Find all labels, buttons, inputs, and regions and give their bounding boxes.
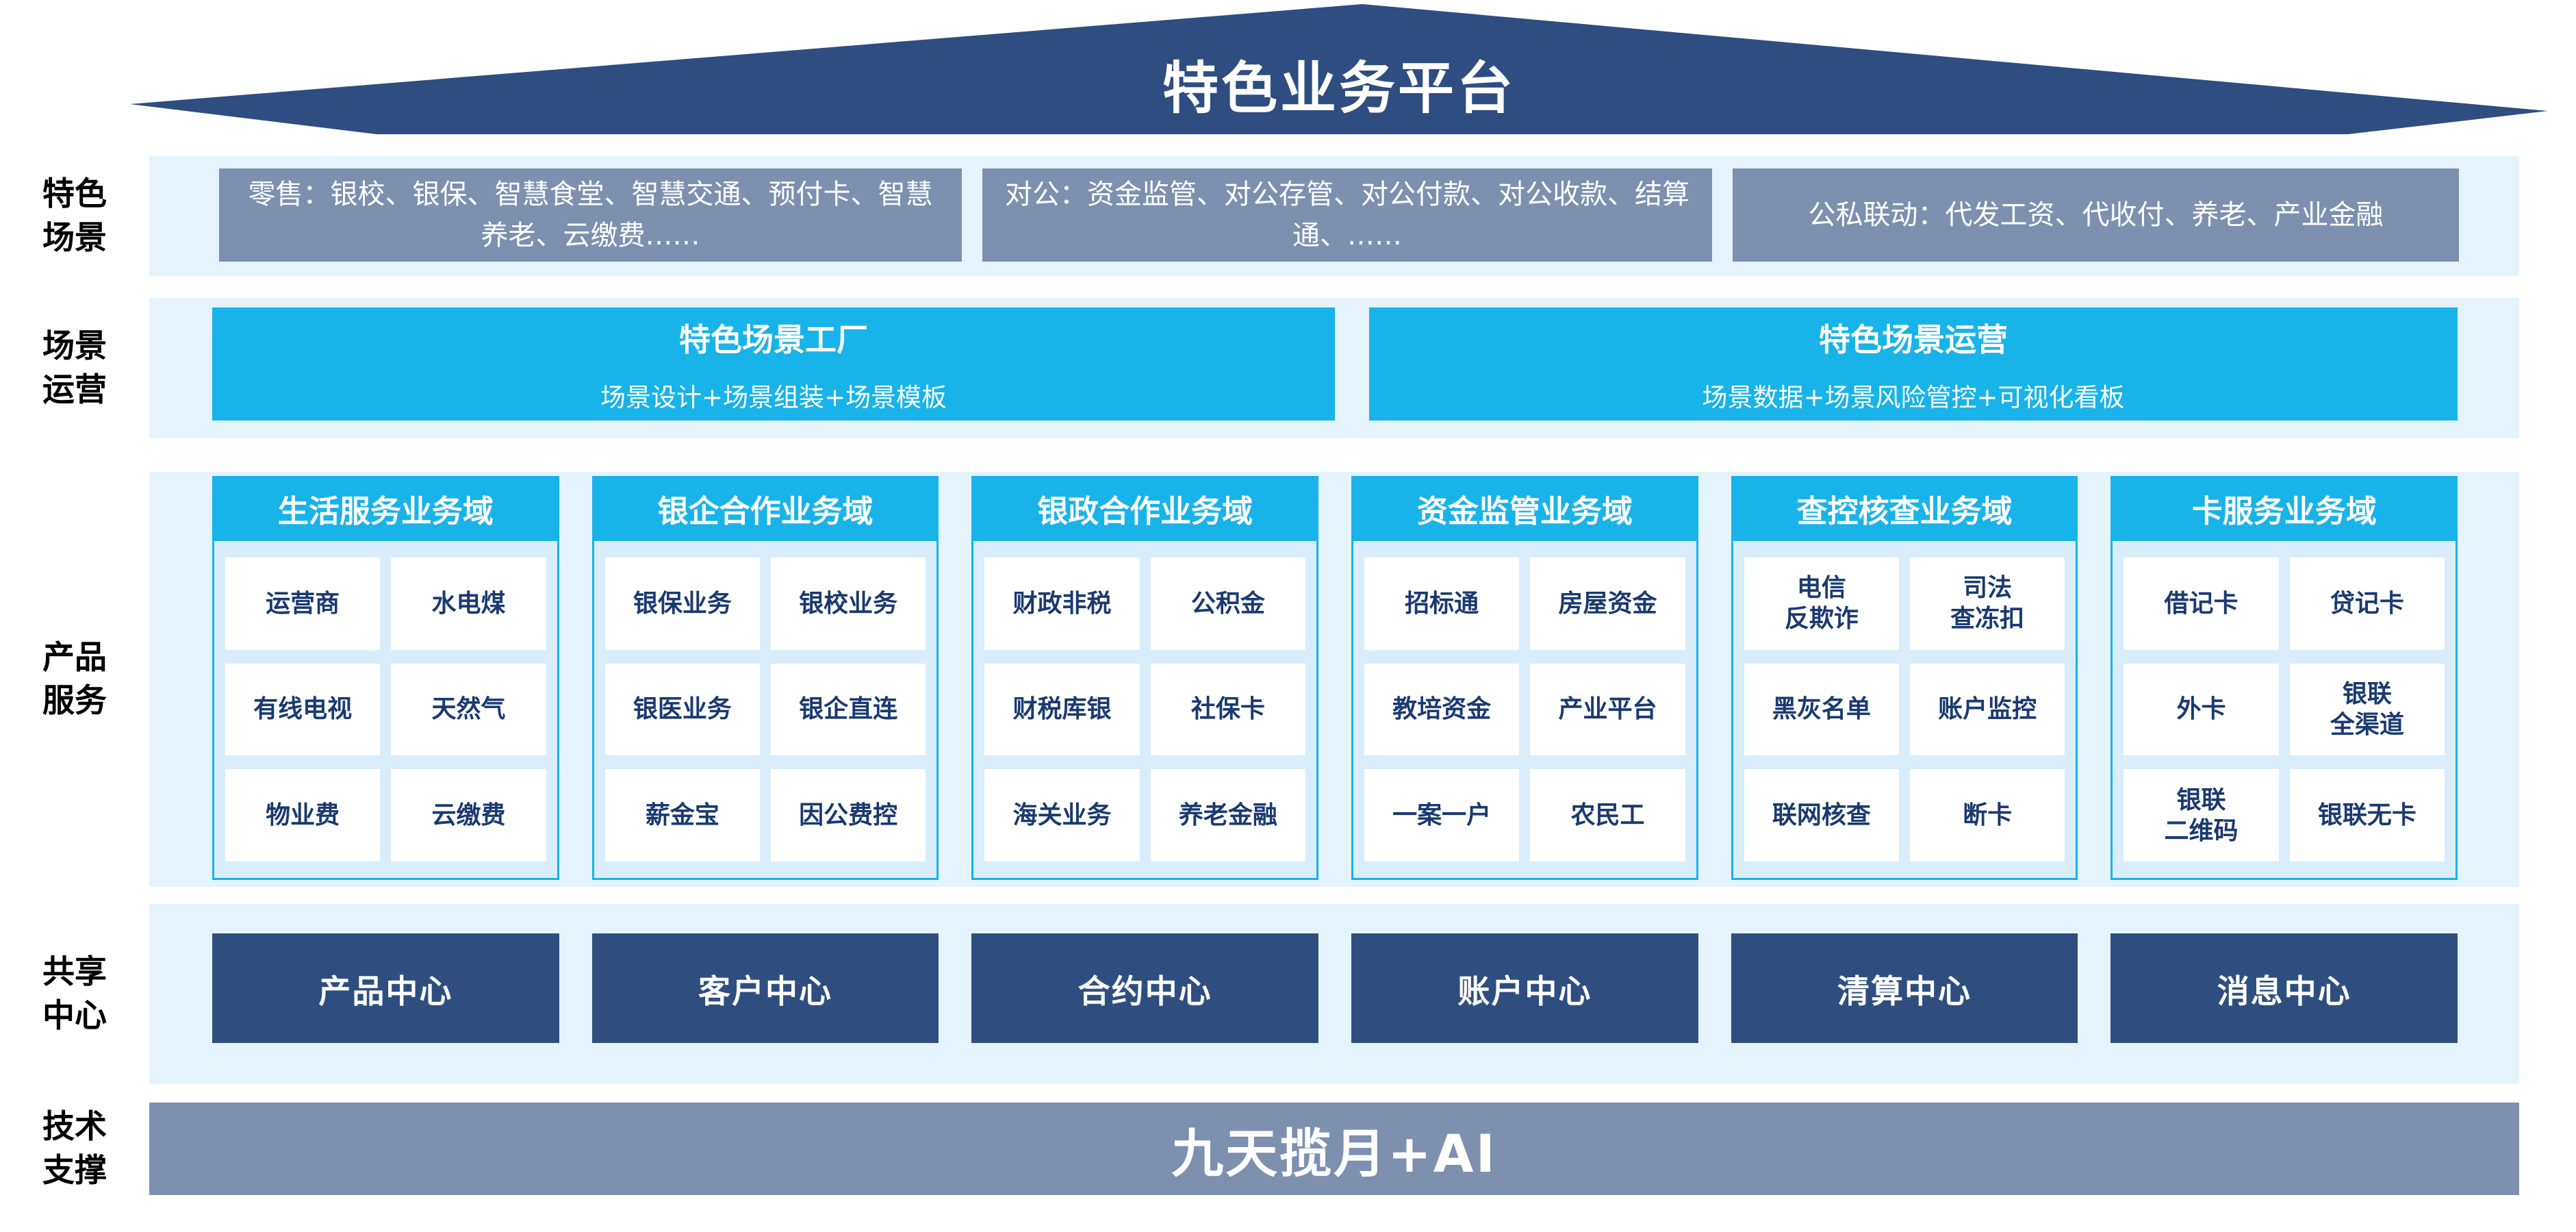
product-cell: 薪金宝 — [604, 769, 760, 862]
product-column-card-services: 卡服务业务域 借记卡 贷记卡 外卡 银联 全渠道 银联 二维码 银联无卡 — [2110, 476, 2458, 880]
product-column-bank-enterprise: 银企合作业务域 银保业务 银校业务 银医业务 银企直连 薪金宝 因公费控 — [591, 476, 939, 880]
scene-operation-title: 特色场景运营 — [1819, 320, 2008, 358]
product-cell: 水电煤 — [391, 557, 546, 650]
column-header: 资金监管业务域 — [1351, 476, 1698, 541]
product-cell: 有线电视 — [225, 663, 381, 756]
product-cell: 断卡 — [1910, 769, 2065, 862]
product-cell: 房屋资金 — [1530, 557, 1685, 650]
product-column-fund-supervision: 资金监管业务域 招标通 房屋资金 教培资金 产业平台 一案一户 农民工 — [1351, 476, 1698, 880]
product-cell: 财政非税 — [984, 557, 1140, 650]
product-cell: 电信 反欺诈 — [1744, 557, 1900, 650]
product-cell: 银联 全渠道 — [2289, 663, 2445, 756]
product-column-inquiry-control: 查控核查业务域 电信 反欺诈 司法 查冻扣 黑灰名单 账户监控 联网核查 断卡 — [1731, 476, 2078, 880]
product-cell: 招标通 — [1364, 557, 1520, 650]
side-label-scenes-text: 特色场景 — [42, 175, 107, 257]
scene-box-retail: 零售：银校、银保、智慧食堂、智慧交通、预付卡、智慧养老、云缴费…… — [219, 168, 962, 262]
column-body: 财政非税 公积金 财税库银 社保卡 海关业务 养老金融 — [971, 541, 1319, 880]
column-body: 电信 反欺诈 司法 查冻扣 黑灰名单 账户监控 联网核查 断卡 — [1731, 541, 2078, 880]
column-header: 卡服务业务域 — [2110, 476, 2458, 541]
side-label-operation: 场景运营 — [16, 298, 133, 438]
product-cell: 银联 二维码 — [2124, 769, 2279, 862]
product-cell: 贷记卡 — [2289, 557, 2445, 650]
product-cell: 联网核查 — [1744, 769, 1900, 862]
product-cell: 银联无卡 — [2289, 769, 2445, 862]
column-body: 借记卡 贷记卡 外卡 银联 全渠道 银联 二维码 银联无卡 — [2110, 541, 2458, 880]
side-label-tech: 技术支撑 — [16, 1103, 133, 1195]
roof-shape — [130, 4, 2548, 134]
center-box-contract: 合约中心 — [971, 933, 1319, 1043]
column-header: 银企合作业务域 — [591, 476, 939, 541]
product-cell: 养老金融 — [1150, 769, 1306, 862]
product-column-life-services: 生活服务业务域 运营商 水电煤 有线电视 天然气 物业费 云缴费 — [212, 476, 559, 880]
product-cell: 因公费控 — [771, 769, 926, 862]
product-cell: 产业平台 — [1530, 663, 1685, 756]
shared-center-row: 产品中心 客户中心 合约中心 账户中心 清算中心 消息中心 — [212, 933, 2458, 1043]
product-cell: 教培资金 — [1364, 663, 1520, 756]
product-cell: 天然气 — [391, 663, 546, 756]
product-cell: 农民工 — [1530, 769, 1685, 862]
center-box-message: 消息中心 — [2110, 933, 2458, 1043]
column-header: 查控核查业务域 — [1731, 476, 2078, 541]
platform-title: 特色业务平台 — [1162, 56, 1516, 121]
center-box-product: 产品中心 — [212, 933, 559, 1043]
center-box-account: 账户中心 — [1351, 933, 1698, 1043]
product-cell: 公积金 — [1150, 557, 1306, 650]
product-cell: 财税库银 — [984, 663, 1140, 756]
product-cell: 司法 查冻扣 — [1910, 557, 2065, 650]
side-label-shared: 共享中心 — [16, 904, 133, 1084]
product-cell: 账户监控 — [1910, 663, 2065, 756]
column-header: 生活服务业务域 — [212, 476, 559, 541]
scene-factory-subtitle: 场景设计+场景组装+场景模板 — [600, 382, 947, 412]
product-cell: 海关业务 — [984, 769, 1140, 862]
column-body: 银保业务 银校业务 银医业务 银企直连 薪金宝 因公费控 — [591, 541, 939, 880]
side-label-products-text: 产品服务 — [42, 638, 107, 720]
center-box-customer: 客户中心 — [591, 933, 939, 1043]
product-cell: 一案一户 — [1364, 769, 1520, 862]
scene-factory-title: 特色场景工厂 — [679, 320, 868, 358]
product-cell: 黑灰名单 — [1744, 663, 1900, 756]
column-body: 招标通 房屋资金 教培资金 产业平台 一案一户 农民工 — [1351, 541, 1698, 880]
column-header: 银政合作业务域 — [971, 476, 1319, 541]
tech-support-bar: 九天揽月+AI — [149, 1103, 2519, 1195]
side-label-tech-text: 技术支撑 — [42, 1108, 107, 1190]
product-cell: 外卡 — [2124, 663, 2279, 756]
scene-box-corporate: 对公：资金监管、对公存管、对公付款、对公收款、结算通、…… — [982, 168, 1712, 262]
product-cell: 运营商 — [225, 557, 381, 650]
side-label-operation-text: 场景运营 — [42, 327, 107, 409]
product-cell: 云缴费 — [391, 769, 546, 862]
column-body: 运营商 水电煤 有线电视 天然气 物业费 云缴费 — [212, 541, 559, 880]
product-cell: 银企直连 — [771, 663, 926, 756]
product-cell: 银医业务 — [604, 663, 760, 756]
scene-box-linkage: 公私联动：代发工资、代收付、养老、产业金融 — [1733, 168, 2459, 262]
product-cell: 银校业务 — [771, 557, 926, 650]
scene-operation-box: 特色场景运营 场景数据+场景风险管控+可视化看板 — [1369, 307, 2458, 420]
product-cell: 银保业务 — [604, 557, 760, 650]
side-label-products: 产品服务 — [16, 472, 133, 887]
product-cell: 社保卡 — [1150, 663, 1306, 756]
product-column-bank-government: 银政合作业务域 财政非税 公积金 财税库银 社保卡 海关业务 养老金融 — [971, 476, 1319, 880]
product-cell: 物业费 — [225, 769, 381, 862]
center-box-clearing: 清算中心 — [1731, 933, 2078, 1043]
side-label-shared-text: 共享中心 — [42, 953, 107, 1035]
scene-operation-subtitle: 场景数据+场景风险管控+可视化看板 — [1702, 382, 2125, 412]
side-label-scenes: 特色场景 — [16, 156, 133, 276]
product-row: 生活服务业务域 运营商 水电煤 有线电视 天然气 物业费 云缴费 银企合作业务域… — [212, 476, 2458, 880]
operation-row: 特色场景工厂 场景设计+场景组装+场景模板 特色场景运营 场景数据+场景风险管控… — [212, 307, 2458, 420]
scene-row: 零售：银校、银保、智慧食堂、智慧交通、预付卡、智慧养老、云缴费…… 对公：资金监… — [219, 168, 2459, 262]
scene-factory-box: 特色场景工厂 场景设计+场景组装+场景模板 — [212, 307, 1335, 420]
product-cell: 借记卡 — [2124, 557, 2279, 650]
